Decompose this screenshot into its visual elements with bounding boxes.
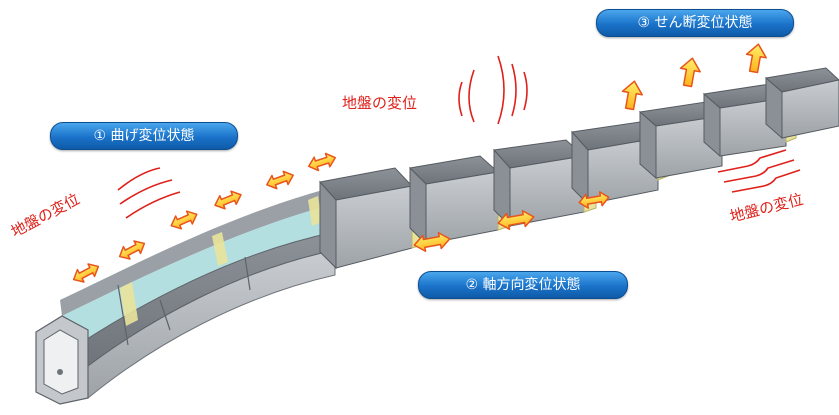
up-arrows [621,43,767,111]
double-arrow-icon [497,209,535,231]
double-arrow-icon [413,231,451,253]
up-arrow-icon [679,57,701,88]
wave-lines-icon [458,55,528,125]
up-arrow-icon [745,43,767,74]
double-arrows [72,152,610,283]
double-arrow-icon [266,170,294,190]
wave-lines-icon [117,167,181,219]
wave-lines-icon [717,149,801,193]
double-arrow-icon [72,263,100,283]
shear-state-label: ③ せん断変位状態 [596,9,794,37]
box-segment [764,67,839,140]
axial-state-label: ② 軸方向変位状態 [418,271,628,299]
double-arrow-icon [214,190,242,210]
double-arrow-icon [118,240,146,260]
double-arrow-icon [578,191,610,209]
ground-displacement-label-center: 地盤の変位 [342,94,418,112]
box-segment [408,155,500,246]
double-arrow-icon [307,152,337,172]
double-arrow-icon [170,210,198,230]
curved-channel [35,188,336,405]
up-arrow-icon [621,80,643,111]
bending-state-label: ① 曲げ変位状態 [50,122,238,150]
box-segment [319,167,413,270]
box-segment [493,139,586,228]
